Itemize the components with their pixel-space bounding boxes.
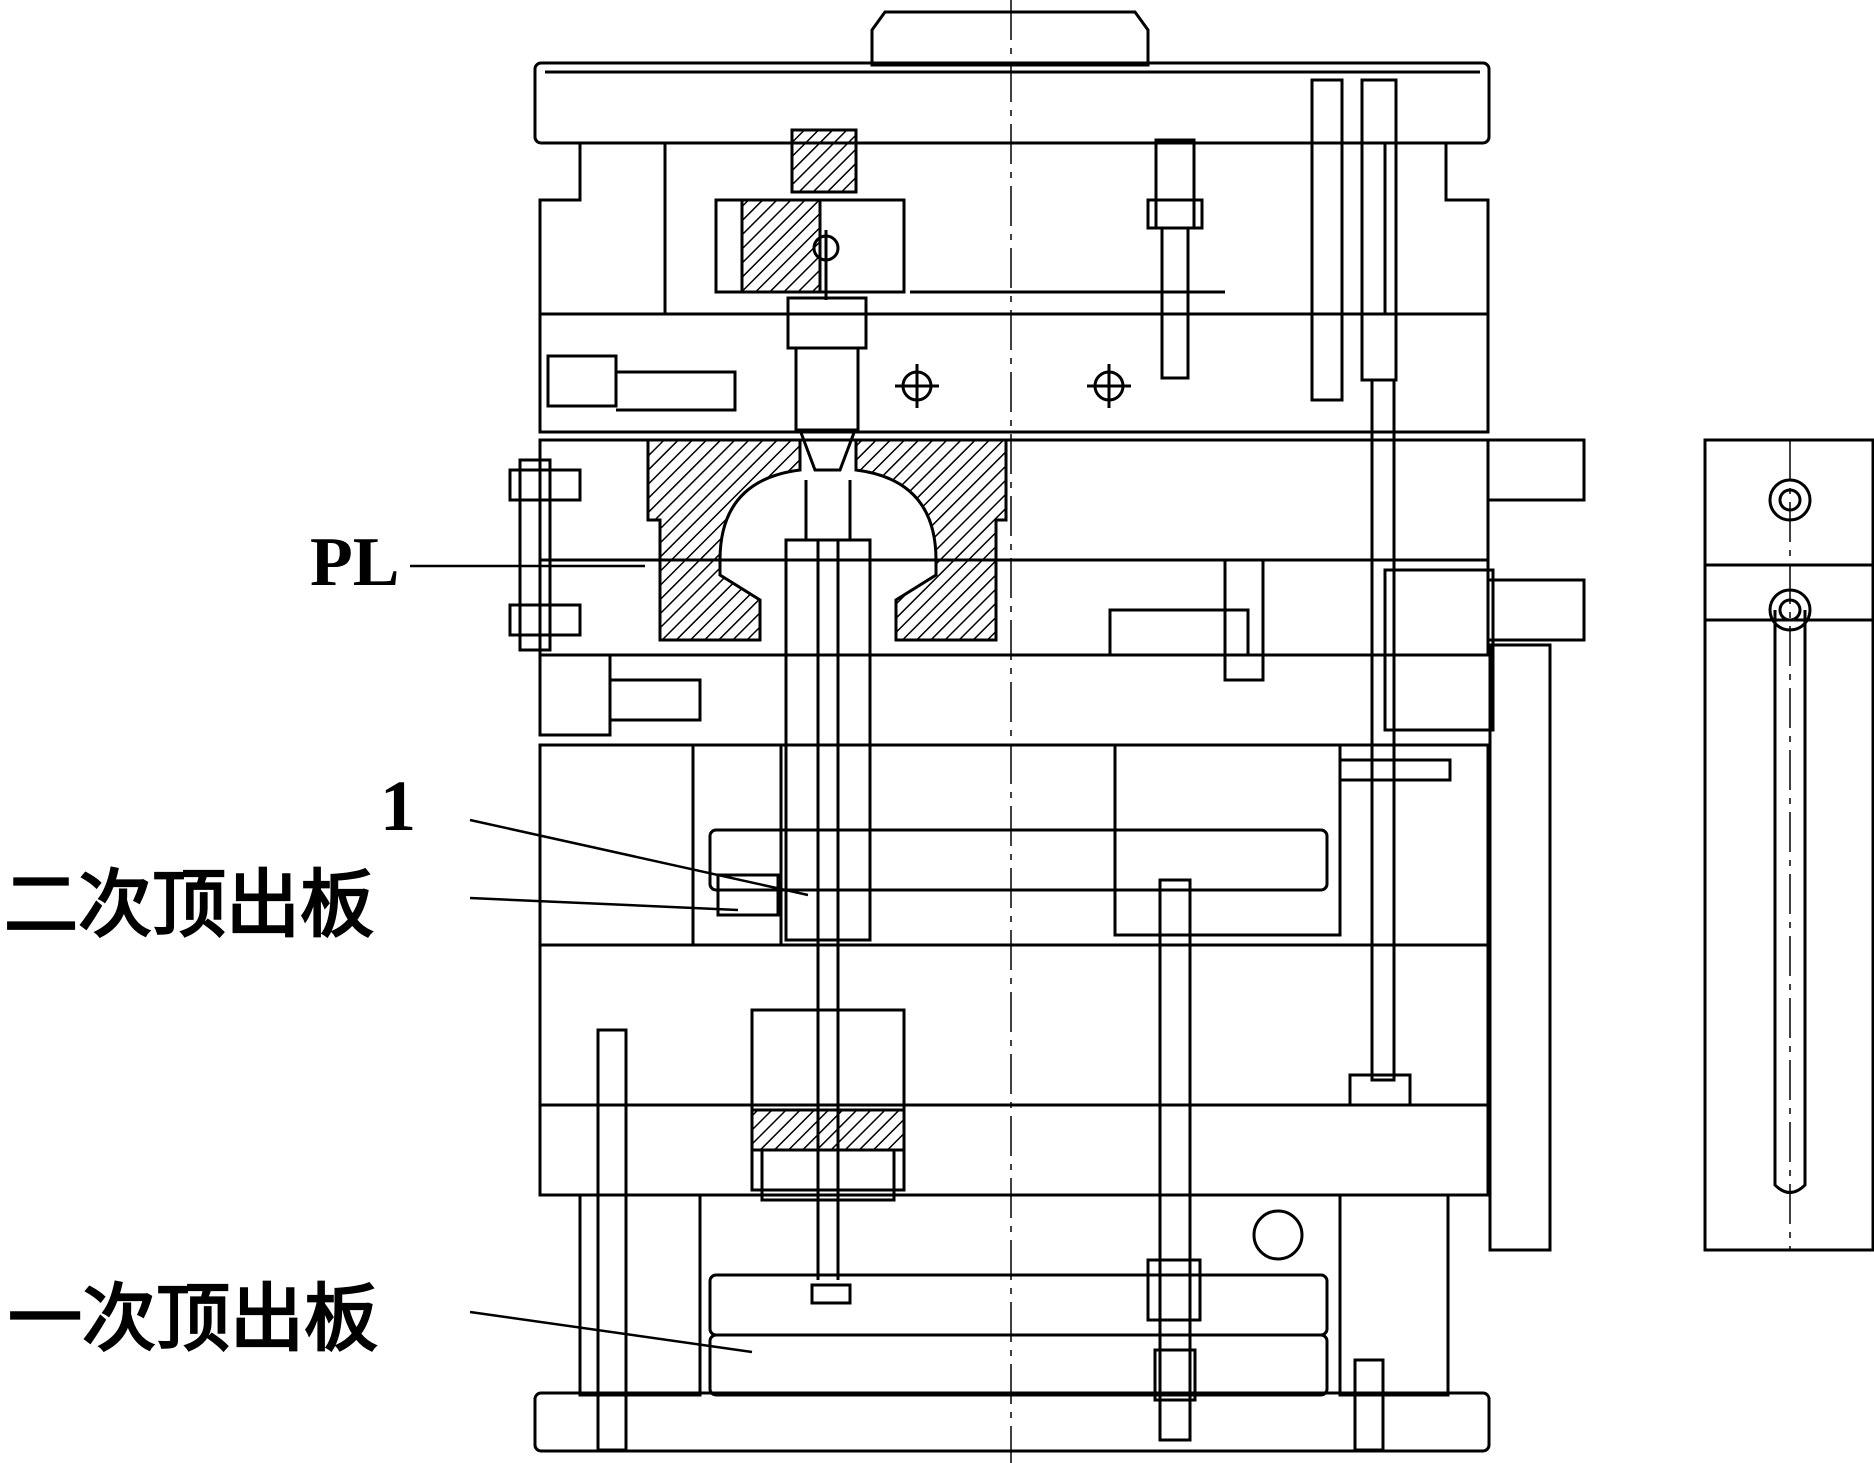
slide-latch <box>1338 438 1586 1252</box>
bottom-clamping-plate <box>533 1391 1491 1453</box>
lower-plate <box>538 943 1490 1202</box>
ejector-housing <box>538 1103 1490 1397</box>
primary-ejector-plate-label: 一次顶出板 <box>8 1276 378 1362</box>
cavity-insert <box>646 438 1008 642</box>
right-guide-pins <box>1108 78 1412 1107</box>
secondary-ejector-plate <box>708 828 1329 917</box>
core-pin <box>784 480 872 1280</box>
centerlines <box>1010 0 1791 1463</box>
cavity-plate <box>518 438 1490 657</box>
top-clamping-plate <box>533 61 1491 145</box>
leader-lines <box>410 564 809 1354</box>
leader-secondary-ejector <box>469 896 739 912</box>
return-pins <box>596 878 1385 1452</box>
primary-ejector-plate <box>708 1273 1329 1397</box>
left-bolts <box>508 468 702 737</box>
leader-primary-ejector <box>469 1310 753 1354</box>
a-plate <box>538 312 1490 434</box>
runner-plate <box>538 128 1490 316</box>
secondary-ejector-plate-label: 二次顶出板 <box>4 862 374 948</box>
part-number-label: 1 <box>380 766 416 846</box>
latch-detail-view <box>1703 438 1874 1252</box>
locating-ring <box>870 10 1150 67</box>
parting-line-label: PL <box>310 524 400 601</box>
leader-part-1 <box>469 818 809 897</box>
support-plate <box>538 743 1490 947</box>
sprue-bushing <box>786 230 868 472</box>
